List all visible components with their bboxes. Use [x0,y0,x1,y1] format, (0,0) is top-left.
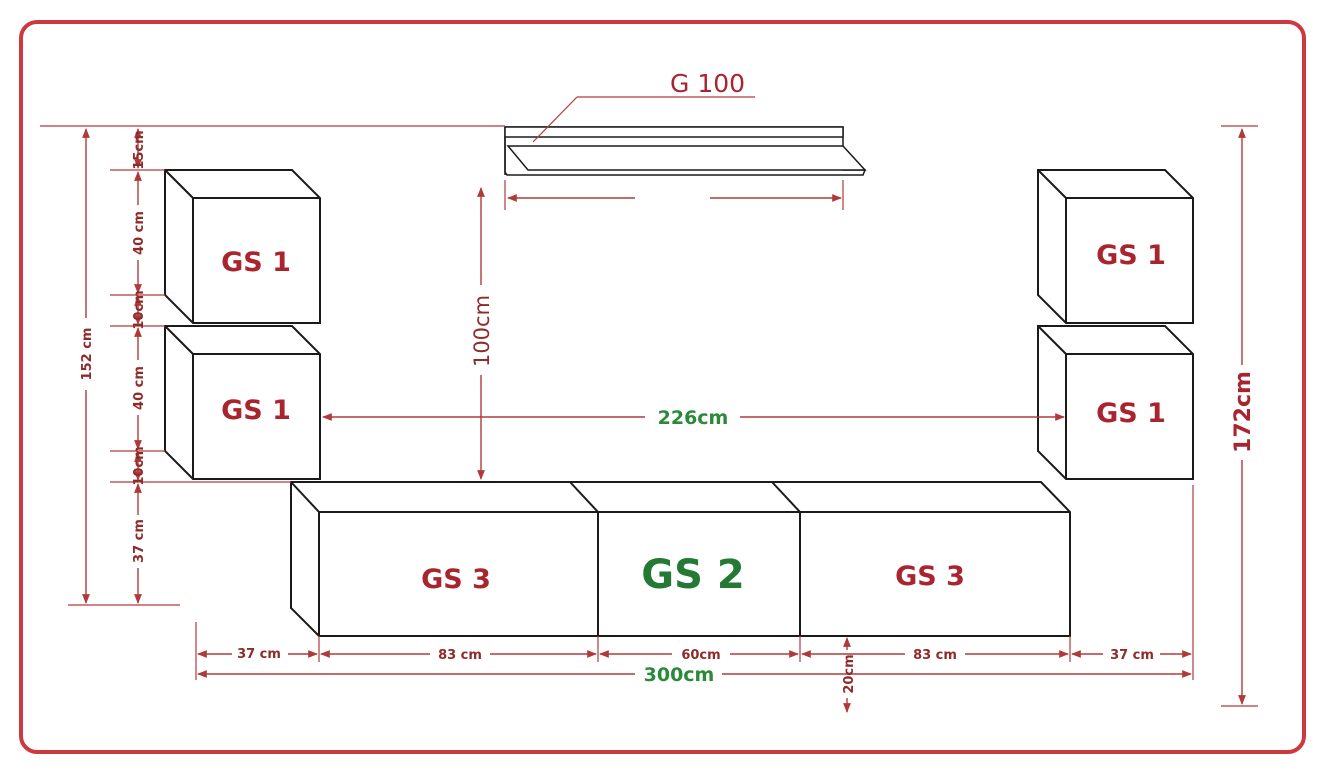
dim-bottom-left: 37 cm [237,647,281,662]
dim-bottom-gs3-right: 83 cm [913,648,957,663]
shelf-label-leader [532,96,578,143]
cabinet-gs1-top-right-label: GS 1 [1096,240,1166,271]
dim-bottom-gs2: 60cm [681,648,720,663]
cabinet-gs1-top-left-label: GS 1 [221,247,291,278]
base-gs2-label: GS 2 [641,552,744,598]
extension-lines [40,125,1258,707]
dim-bottom-gs3-left: 83 cm [438,648,482,663]
dim-left-top-gap: 15cm [132,130,147,169]
base-gs3-left-label: GS 3 [421,564,491,595]
dim-left-gap-2: 10cm [132,446,147,485]
cabinet-gs1-top-right [1037,169,1194,324]
dim-left-cabinet-2: 40 cm [132,366,147,410]
dim-left-cabinet-1: 40 cm [132,211,147,255]
dim-bottom-total: 300cm [644,664,715,686]
cabinet-gs1-bottom-right [1037,325,1194,480]
cabinet-gs1-bottom-left-label: GS 1 [221,395,291,426]
dimension-arrows [82,128,1246,713]
dim-bottom-right: 37 cm [1110,648,1154,663]
shelf-label: G 100 [670,69,745,98]
dim-shelf-height: 100cm [470,295,494,367]
cabinet-gs1-bottom-left [164,325,321,480]
wall-shelf-g100 [504,126,867,176]
dim-left-gap-1: 10cm [132,290,147,329]
dim-floor-gap: 20cm [842,654,857,693]
dim-left-base: 37 cm [132,519,147,563]
dim-right-total: 172cm [1231,371,1256,453]
dim-left-total: 152 cm [80,328,95,381]
cabinet-gs1-bottom-right-label: GS 1 [1096,398,1166,429]
base-gs3-right-label: GS 3 [895,561,965,592]
dim-span-between: 226cm [658,407,729,429]
